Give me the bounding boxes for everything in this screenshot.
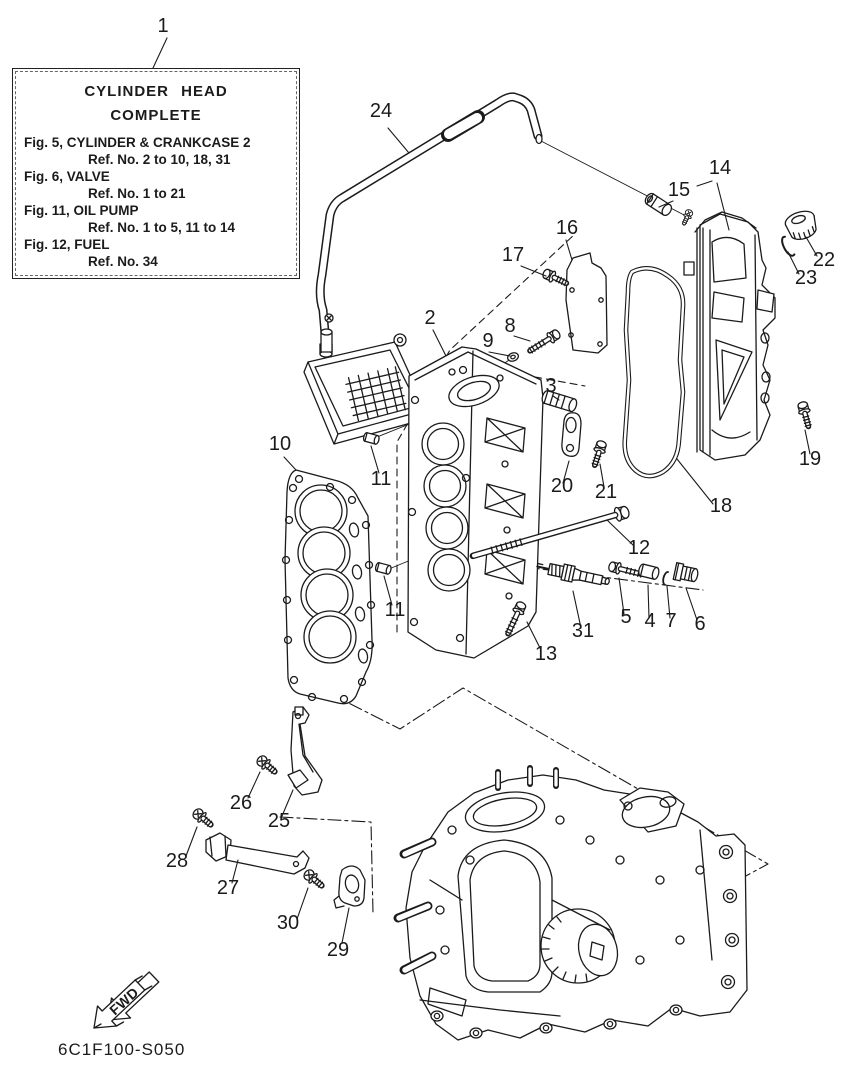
cylinder-head-drawing <box>407 346 544 659</box>
part-cover-pin-screw <box>680 208 694 225</box>
callout-15: 15 <box>668 179 690 201</box>
oil-filter-drawing <box>540 908 619 984</box>
part-23-seal-ring <box>781 235 796 257</box>
part-19-bolt <box>796 401 814 428</box>
callout-11-upper: 11 <box>371 468 392 490</box>
callout-21: 21 <box>595 481 617 503</box>
part-8-bolt <box>527 328 562 356</box>
callout-16: 16 <box>556 217 578 239</box>
part-27-bracket <box>205 832 310 875</box>
callout-7: 7 <box>665 610 676 632</box>
part-4-cap <box>638 563 660 580</box>
callout-19: 19 <box>799 448 821 470</box>
info-box-inner-border: CYLINDER HEAD COMPLETE Fig. 5, CYLINDER … <box>15 71 297 276</box>
info-box-ref-entry: Ref. No. 2 to 10, 18, 31 <box>88 152 231 167</box>
callout-30: 30 <box>277 912 299 934</box>
oil-cooler-drawing <box>303 313 427 445</box>
callout-11-lower: 11 <box>385 599 406 621</box>
info-box-fig-entry: Fig. 5, CYLINDER & CRANKCASE 2 <box>24 135 251 150</box>
callout-1: 1 <box>157 15 168 37</box>
callout-24: 24 <box>370 100 392 122</box>
part-7-clip <box>662 571 669 586</box>
cylinder-crankcase-assembly-drawing <box>393 765 748 1041</box>
head-cover-gasket-drawing <box>622 266 686 479</box>
part-26-screw <box>255 753 279 776</box>
callout-26: 26 <box>230 792 252 814</box>
part-9-washer <box>507 352 519 362</box>
cylinder-head-cover-drawing <box>683 211 776 461</box>
callout-5: 5 <box>620 606 631 628</box>
part-28-screw <box>191 806 215 829</box>
info-box: CYLINDER HEAD COMPLETE Fig. 5, CYLINDER … <box>12 68 300 279</box>
part-15-fitting <box>644 192 673 217</box>
part-20-anode-plate <box>561 412 582 457</box>
part-3-joint <box>541 390 578 413</box>
part-22-cap <box>784 210 817 240</box>
callout-12: 12 <box>628 537 650 559</box>
part-30-screw <box>302 867 326 890</box>
info-box-fig-entry: Fig. 12, FUEL <box>24 237 110 252</box>
part-12-long-bolt <box>469 505 630 560</box>
info-box-fig-entry: Fig. 6, VALVE <box>24 169 110 184</box>
callout-2: 2 <box>424 307 435 329</box>
callout-9: 9 <box>482 330 493 352</box>
callout-23: 23 <box>795 267 817 289</box>
callout-10: 10 <box>269 433 291 455</box>
callout-14: 14 <box>709 157 731 179</box>
info-box-title-line2: COMPLETE <box>110 107 202 124</box>
part-11-dowel-pin-lower <box>374 561 393 576</box>
breather-plate-drawing <box>565 252 608 354</box>
callout-31: 31 <box>572 620 594 642</box>
callout-20: 20 <box>551 475 573 497</box>
callout-6: 6 <box>694 613 705 635</box>
info-box-title-line1: CYLINDER HEAD <box>84 83 228 100</box>
callout-22: 22 <box>813 249 835 271</box>
info-box-ref-entry: Ref. No. 34 <box>88 254 158 269</box>
crankcase-nuts <box>718 844 740 990</box>
info-box-ref-entry: Ref. No. 1 to 5, 11 to 14 <box>88 220 236 235</box>
callout-3: 3 <box>545 375 556 397</box>
callout-17: 17 <box>502 244 524 266</box>
crankcase-bolt-tabs <box>430 1004 683 1039</box>
part-25-bracket <box>287 706 323 796</box>
part-17-bolt <box>541 267 569 288</box>
part-21-bolt <box>589 439 608 467</box>
callout-27: 27 <box>217 877 239 899</box>
callout-25: 25 <box>268 810 290 832</box>
info-box-ref-entry: Ref. No. 1 to 21 <box>88 186 186 201</box>
part-6-plug <box>672 562 699 583</box>
part-31-spark-plug <box>536 562 610 586</box>
part-29-plate <box>333 865 366 909</box>
callout-8: 8 <box>504 315 515 337</box>
callout-28: 28 <box>166 850 188 872</box>
callout-18: 18 <box>710 495 732 517</box>
callout-4: 4 <box>644 610 655 632</box>
callout-13: 13 <box>535 643 557 665</box>
part-11-dowel-pin-upper <box>362 431 381 446</box>
drawing-code: 6C1F100-S050 <box>58 1040 186 1059</box>
head-gasket-drawing <box>281 469 376 705</box>
part-5-bolt <box>608 560 644 580</box>
fwd-arrow: FWD <box>93 971 160 1029</box>
info-box-fig-entry: Fig. 11, OIL PUMP <box>24 203 139 218</box>
callout-leader-lines <box>152 37 818 944</box>
callout-29: 29 <box>327 939 349 961</box>
